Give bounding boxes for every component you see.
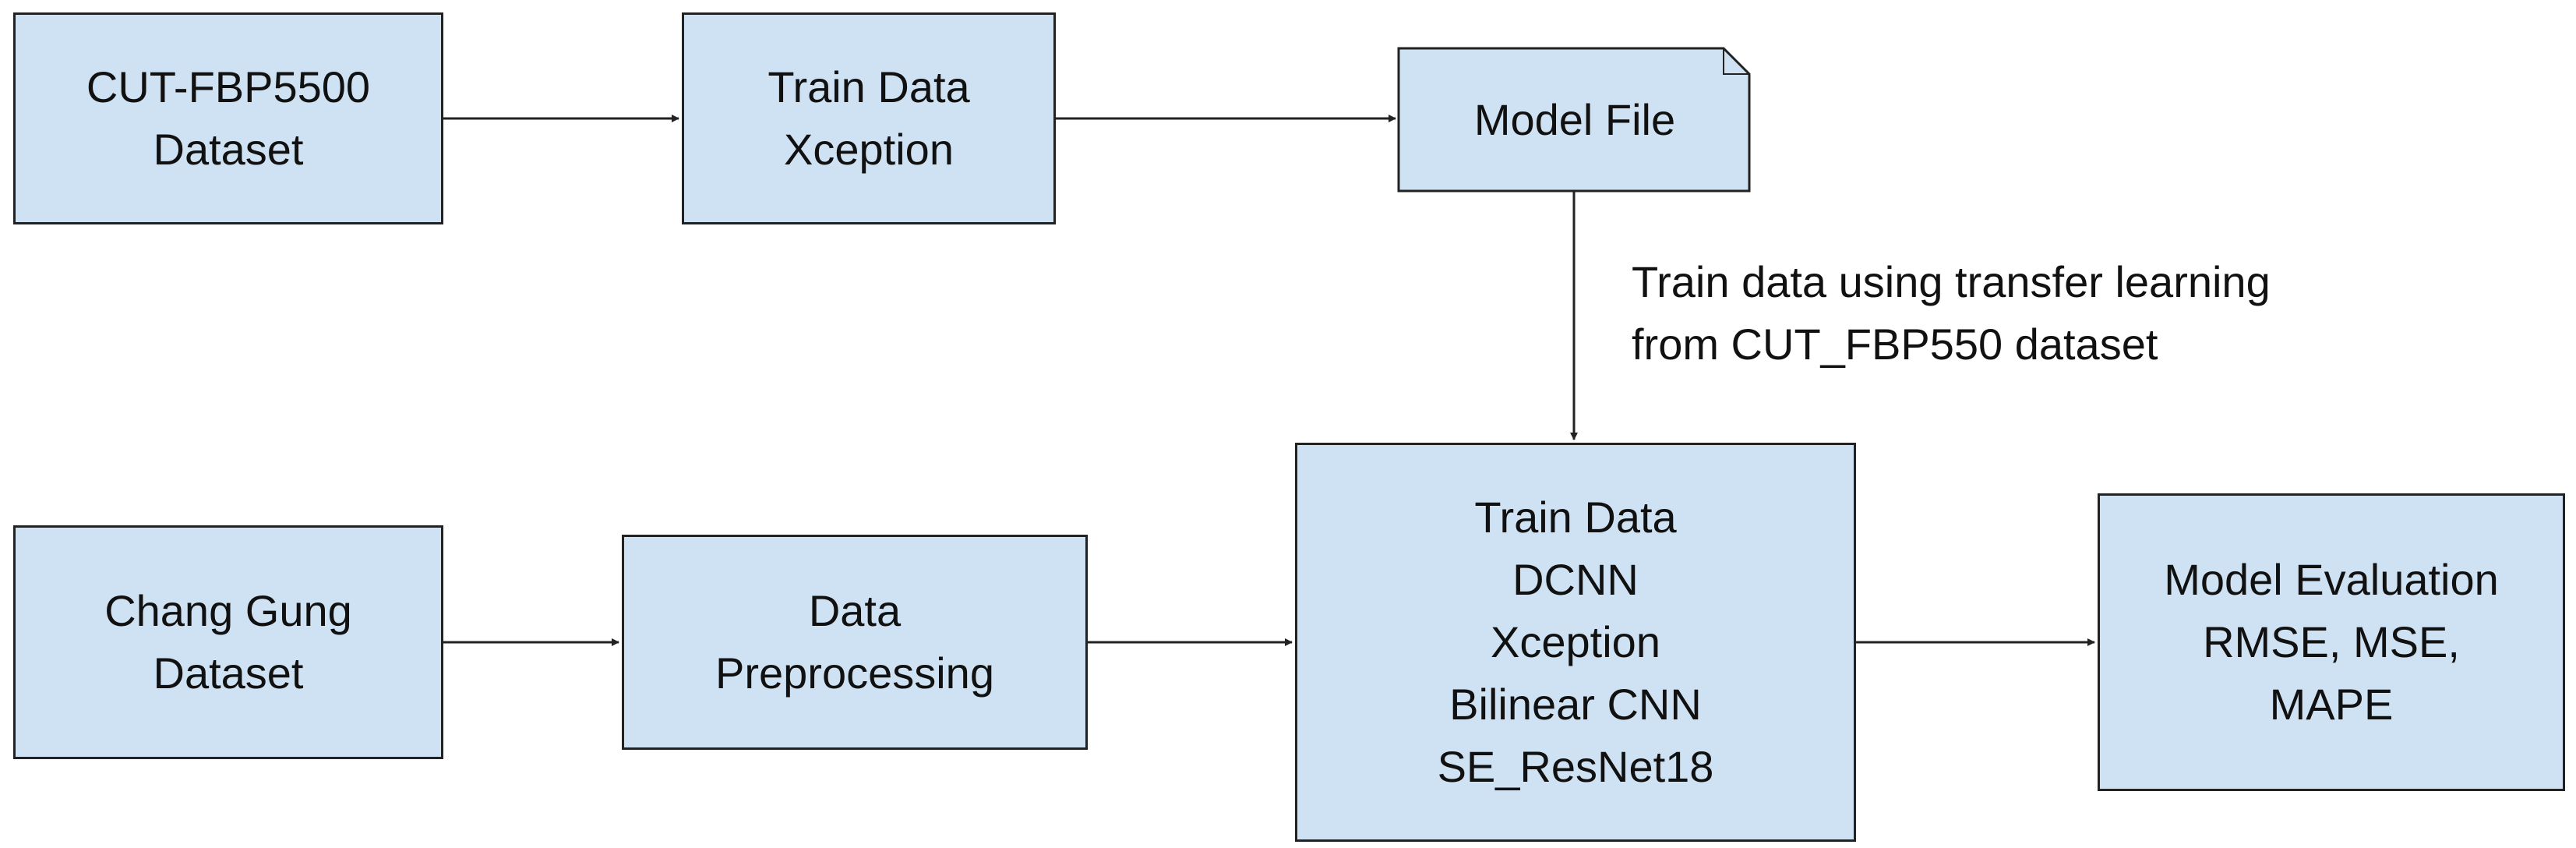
model-file-fold — [1723, 48, 1749, 75]
node-label-line: Data — [808, 586, 902, 635]
data-preprocessing-node: Data Preprocessing — [622, 535, 1088, 750]
cut-fbp5500-dataset-node: CUT-FBP5500 Dataset — [13, 12, 443, 224]
node-label-line: Xception — [1491, 617, 1660, 666]
train-xception-node: Train Data Xception — [682, 12, 1056, 224]
node-label-line: CUT-FBP5500 — [86, 62, 371, 111]
model-file-shape — [1397, 47, 1751, 193]
node-label-line: Model Evaluation — [2164, 555, 2499, 604]
node-label-line: Xception — [784, 125, 954, 174]
model-file-node: Model File — [1399, 47, 1751, 192]
node-label-line: Chang Gung — [104, 586, 352, 635]
node-label-line: Dataset — [153, 648, 304, 698]
annotation-line: Train data using transfer learning — [1632, 257, 2271, 306]
node-label-line: Train Data — [1474, 493, 1677, 542]
node-label-line: Model File — [1473, 94, 1676, 144]
annotation-line: from CUT_FBP550 dataset — [1632, 320, 2158, 369]
train-models-node: Train Data DCNN Xception Bilinear CNN SE… — [1295, 443, 1856, 842]
node-label-line: RMSE, MSE, — [2203, 617, 2460, 666]
chang-gung-dataset-node: Chang Gung Dataset — [13, 525, 443, 759]
node-label-line: Preprocessing — [715, 648, 994, 698]
node-label-line: SE_ResNet18 — [1437, 742, 1714, 791]
model-evaluation-node: Model Evaluation RMSE, MSE, MAPE — [2098, 493, 2565, 791]
node-label-line: DCNN — [1512, 555, 1639, 604]
node-label-line: Dataset — [153, 125, 304, 174]
node-label-line: Bilinear CNN — [1449, 680, 1702, 729]
node-label-line: MAPE — [2269, 680, 2394, 729]
transfer-learning-annotation: Train data using transfer learning from … — [1632, 251, 2271, 376]
node-label-line: Train Data — [768, 62, 970, 111]
